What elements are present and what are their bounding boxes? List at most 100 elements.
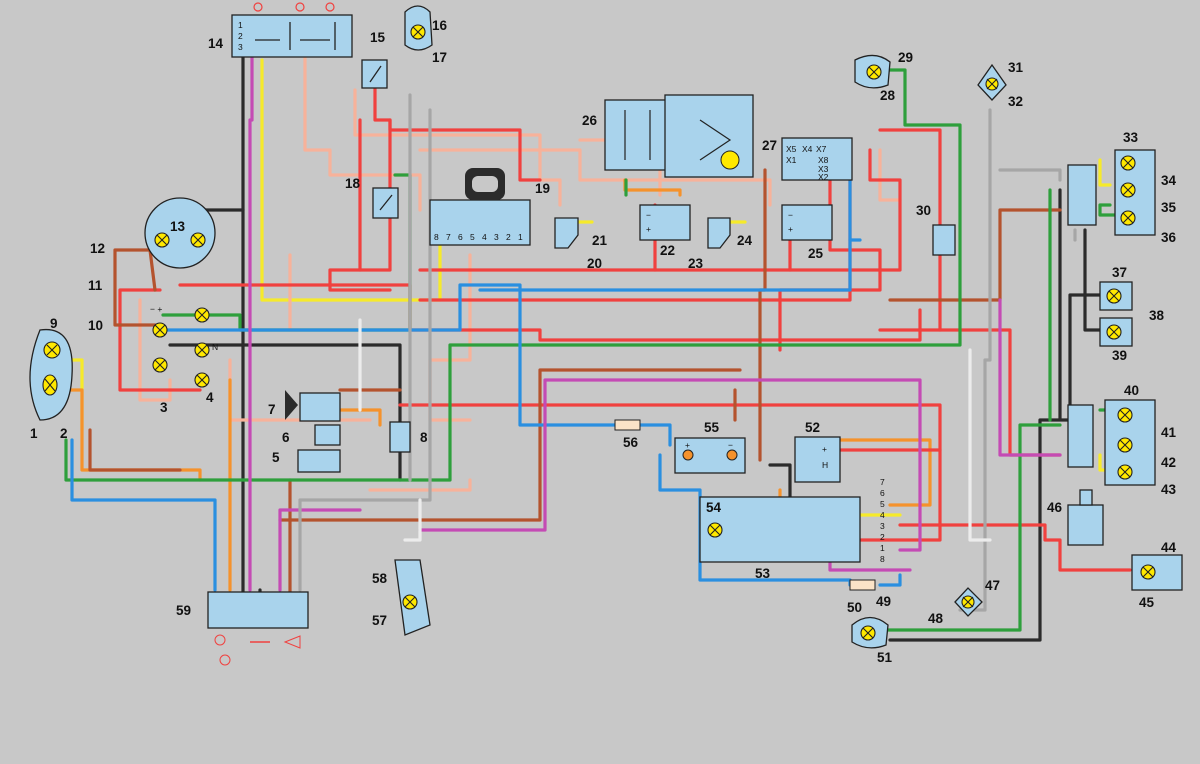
wire-red — [398, 403, 942, 542]
component-label: 43 — [1161, 482, 1177, 497]
regulator-26 — [604, 94, 754, 178]
switch-8 — [389, 421, 411, 453]
wire-brown — [113, 248, 157, 327]
wire-green — [1098, 203, 1117, 217]
svg-text:3: 3 — [880, 521, 885, 531]
headlight-1 — [29, 328, 73, 421]
component-label: 39 — [1112, 348, 1127, 363]
component-label: 35 — [1161, 200, 1177, 215]
svg-text:7: 7 — [880, 477, 885, 487]
connector-19: 8 7 6 5 4 3 2 1 — [429, 168, 531, 246]
headlight-icon — [253, 2, 263, 12]
svg-text:−: − — [728, 440, 733, 450]
svg-text:X1: X1 — [786, 155, 797, 165]
component-label: 36 — [1161, 230, 1177, 245]
wire-brown — [888, 208, 1062, 302]
lamp-44-45 — [1131, 554, 1183, 591]
svg-text:+: + — [685, 440, 690, 450]
lamp-cluster-33 — [1067, 149, 1156, 236]
svg-text:X2: X2 — [818, 172, 829, 182]
wire-orange — [623, 178, 682, 197]
lamp-57-58 — [394, 559, 431, 636]
component-label: 49 — [876, 594, 891, 609]
wire-brown — [88, 428, 182, 472]
component-label: 2 — [60, 426, 68, 441]
relay-52: + H — [794, 436, 841, 483]
component-label: 54 — [706, 500, 722, 515]
switch-block-59 — [207, 591, 309, 666]
component-label: 27 — [762, 138, 777, 153]
svg-text:6: 6 — [880, 488, 885, 498]
wire-red — [418, 148, 902, 272]
lamp-47-48 — [954, 587, 983, 617]
battery-55: + − — [674, 437, 746, 474]
wire-green — [64, 68, 962, 482]
wire-yellow — [260, 58, 442, 302]
svg-text:X3: X3 — [818, 164, 829, 174]
component-label: 46 — [1047, 500, 1063, 515]
wires — [58, 53, 1132, 642]
svg-text:X5: X5 — [786, 144, 797, 154]
lamp-31-32 — [977, 63, 1007, 101]
wire-grey — [403, 498, 422, 542]
component-label: 22 — [660, 243, 675, 258]
component-label: 32 — [1008, 94, 1023, 109]
wire-pink — [878, 148, 902, 202]
component-label: 29 — [898, 50, 913, 65]
light-switch-14: 1 2 3 — [231, 2, 353, 58]
svg-text:4: 4 — [482, 232, 487, 242]
wire-blue — [70, 438, 217, 592]
wire-black — [1068, 293, 1102, 422]
component-label: 48 — [928, 611, 944, 626]
parking-light-icon — [295, 2, 305, 12]
svg-text:X8: X8 — [818, 155, 829, 165]
component-label: 11 — [88, 278, 103, 293]
svg-text:+: + — [646, 224, 651, 234]
component-label: 28 — [880, 88, 896, 103]
switch-46 — [1067, 489, 1104, 546]
component-label: 30 — [916, 203, 931, 218]
component-label: 21 — [592, 233, 608, 248]
component-label: 33 — [1123, 130, 1139, 145]
wire-pink — [368, 478, 472, 492]
component-label: 38 — [1149, 308, 1165, 323]
component-label: 53 — [755, 566, 771, 581]
component-label: 59 — [176, 603, 191, 618]
component-label: 55 — [704, 420, 720, 435]
wire-yellow — [1098, 158, 1112, 187]
wire-pink — [288, 253, 302, 332]
component-label: 18 — [345, 176, 361, 191]
wire-grey — [958, 108, 992, 612]
wire-pink — [303, 53, 422, 212]
wire-red — [878, 128, 942, 332]
component-label: 47 — [985, 578, 1000, 593]
component-label: 20 — [587, 256, 602, 271]
wire-grey — [298, 93, 432, 592]
switch-block-53: 7 6 5 4 3 2 1 8 — [699, 477, 885, 564]
component-15 — [361, 59, 388, 89]
component-label: 57 — [372, 613, 387, 628]
lamp-28-29 — [854, 54, 891, 89]
component-label: 5 — [272, 450, 280, 465]
component-label: 25 — [808, 246, 824, 261]
component-label: 24 — [737, 233, 753, 248]
wire-brown — [758, 168, 767, 462]
wire-black — [1083, 228, 1102, 332]
svg-text:8: 8 — [880, 554, 885, 564]
component-label: 19 — [535, 181, 550, 196]
component-label: 42 — [1161, 455, 1176, 470]
component-label: 45 — [1139, 595, 1155, 610]
svg-text:2: 2 — [238, 31, 243, 41]
unit-27: X5 X4 X7 X1 X8 X3 X2 — [781, 137, 853, 182]
svg-text:+: + — [822, 444, 827, 454]
svg-text:3: 3 — [238, 42, 243, 52]
component-label: 4 — [206, 390, 214, 405]
horn-relay-5-7 — [285, 390, 341, 473]
component-label: 51 — [877, 650, 893, 665]
wire-violet — [998, 298, 1062, 457]
svg-text:1: 1 — [238, 20, 243, 30]
fuse-49 — [849, 579, 876, 591]
component-label: 50 — [847, 600, 862, 615]
